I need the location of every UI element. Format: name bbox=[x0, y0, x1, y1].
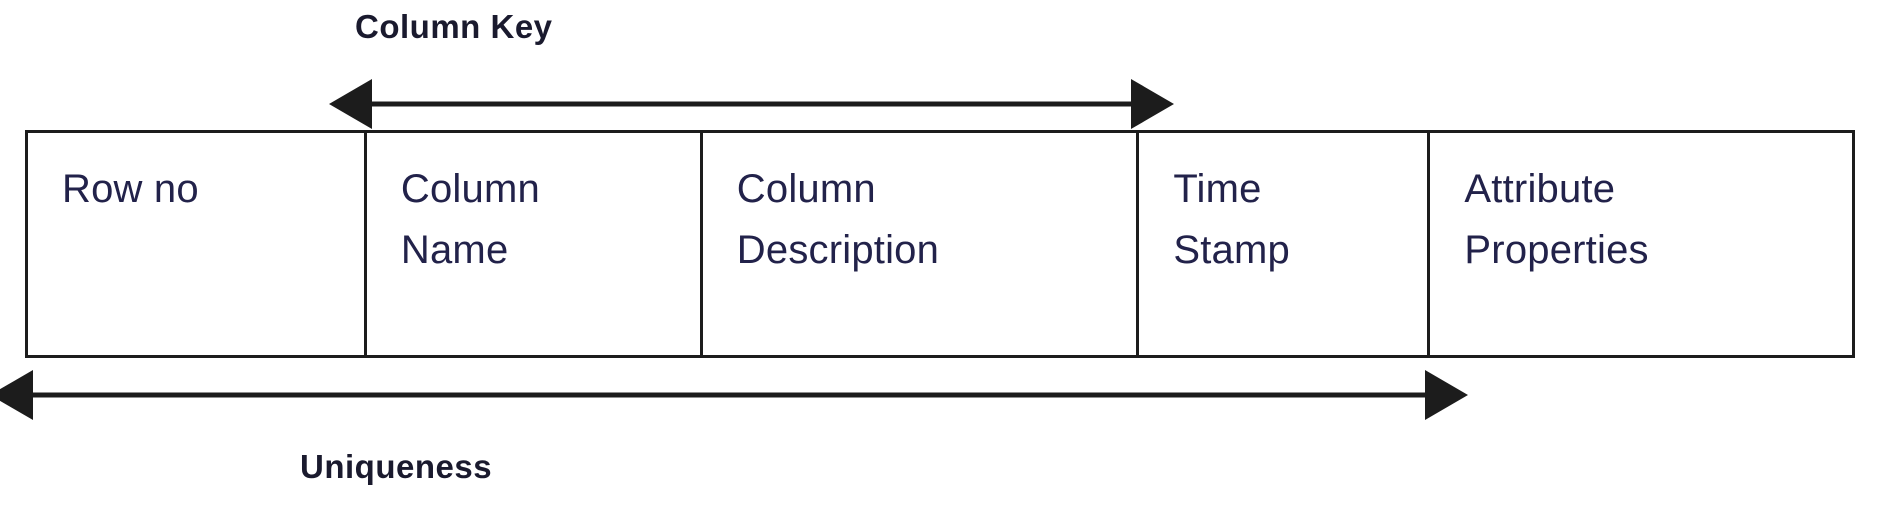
table-cell-line-2: Name bbox=[400, 227, 509, 272]
table-cell-line-2: Stamp bbox=[1173, 227, 1290, 272]
table-cell-line-1: Time bbox=[1173, 167, 1262, 211]
table-cell-line-1: Column bbox=[400, 167, 540, 211]
table-cell-attribute-properties[interactable]: Attribute Properties bbox=[1430, 133, 1852, 355]
table-cell-line-2: Properties bbox=[1464, 227, 1649, 272]
table-cell-time-stamp[interactable]: Time Stamp bbox=[1139, 133, 1431, 355]
table-cell-line-1: Row no bbox=[62, 167, 199, 211]
table-cell-line-1: Column bbox=[736, 167, 876, 211]
table-cell-column-name[interactable]: Column Name bbox=[366, 133, 703, 355]
column-key-label: Column Key bbox=[355, 8, 553, 45]
uniqueness-label: Uniqueness bbox=[300, 448, 493, 485]
table-cell-column-description[interactable]: Column Description bbox=[702, 133, 1140, 355]
table-cell-row-no[interactable]: Row no bbox=[28, 133, 367, 355]
table-cell-line-2: Description bbox=[736, 227, 940, 272]
table-cell-line-1: Attribute bbox=[1464, 167, 1616, 211]
schema-table: Row no Column Name Column Description Ti… bbox=[25, 130, 1855, 358]
